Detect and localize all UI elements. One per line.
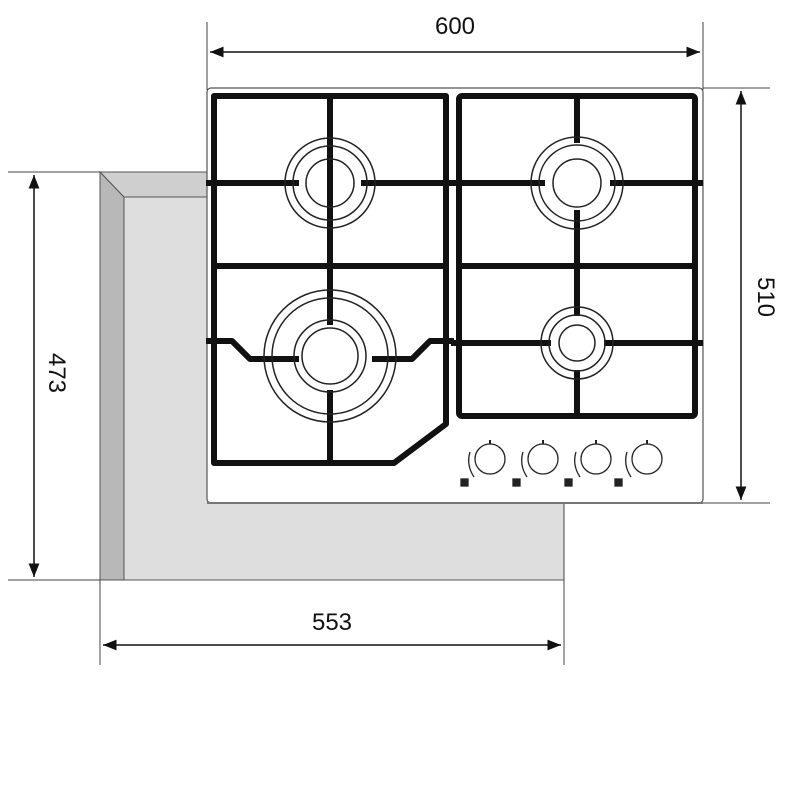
burner-icon (530, 136, 624, 230)
left-grate (206, 93, 454, 466)
burner-icon (540, 306, 614, 380)
hob-body (206, 87, 704, 504)
control-knob-icon[interactable] (512, 440, 559, 487)
extension-lines (8, 22, 770, 665)
dimension-depth-left: 473 (43, 353, 70, 393)
dimension-depth-right: 510 (752, 277, 779, 317)
control-knobs (460, 440, 663, 487)
control-knob-icon[interactable] (564, 440, 612, 487)
dimension-width-top: 600 (435, 13, 475, 40)
control-knob-icon[interactable] (460, 440, 506, 487)
cutout-side-wall (99, 170, 125, 581)
dimension-lines (28, 46, 747, 651)
right-grate (451, 93, 703, 419)
control-knob-icon[interactable] (614, 440, 663, 487)
dimension-width-bottom: 553 (312, 609, 352, 636)
burner-icon (263, 289, 397, 423)
burner-icon (284, 137, 376, 229)
hob-panel (206, 87, 704, 504)
